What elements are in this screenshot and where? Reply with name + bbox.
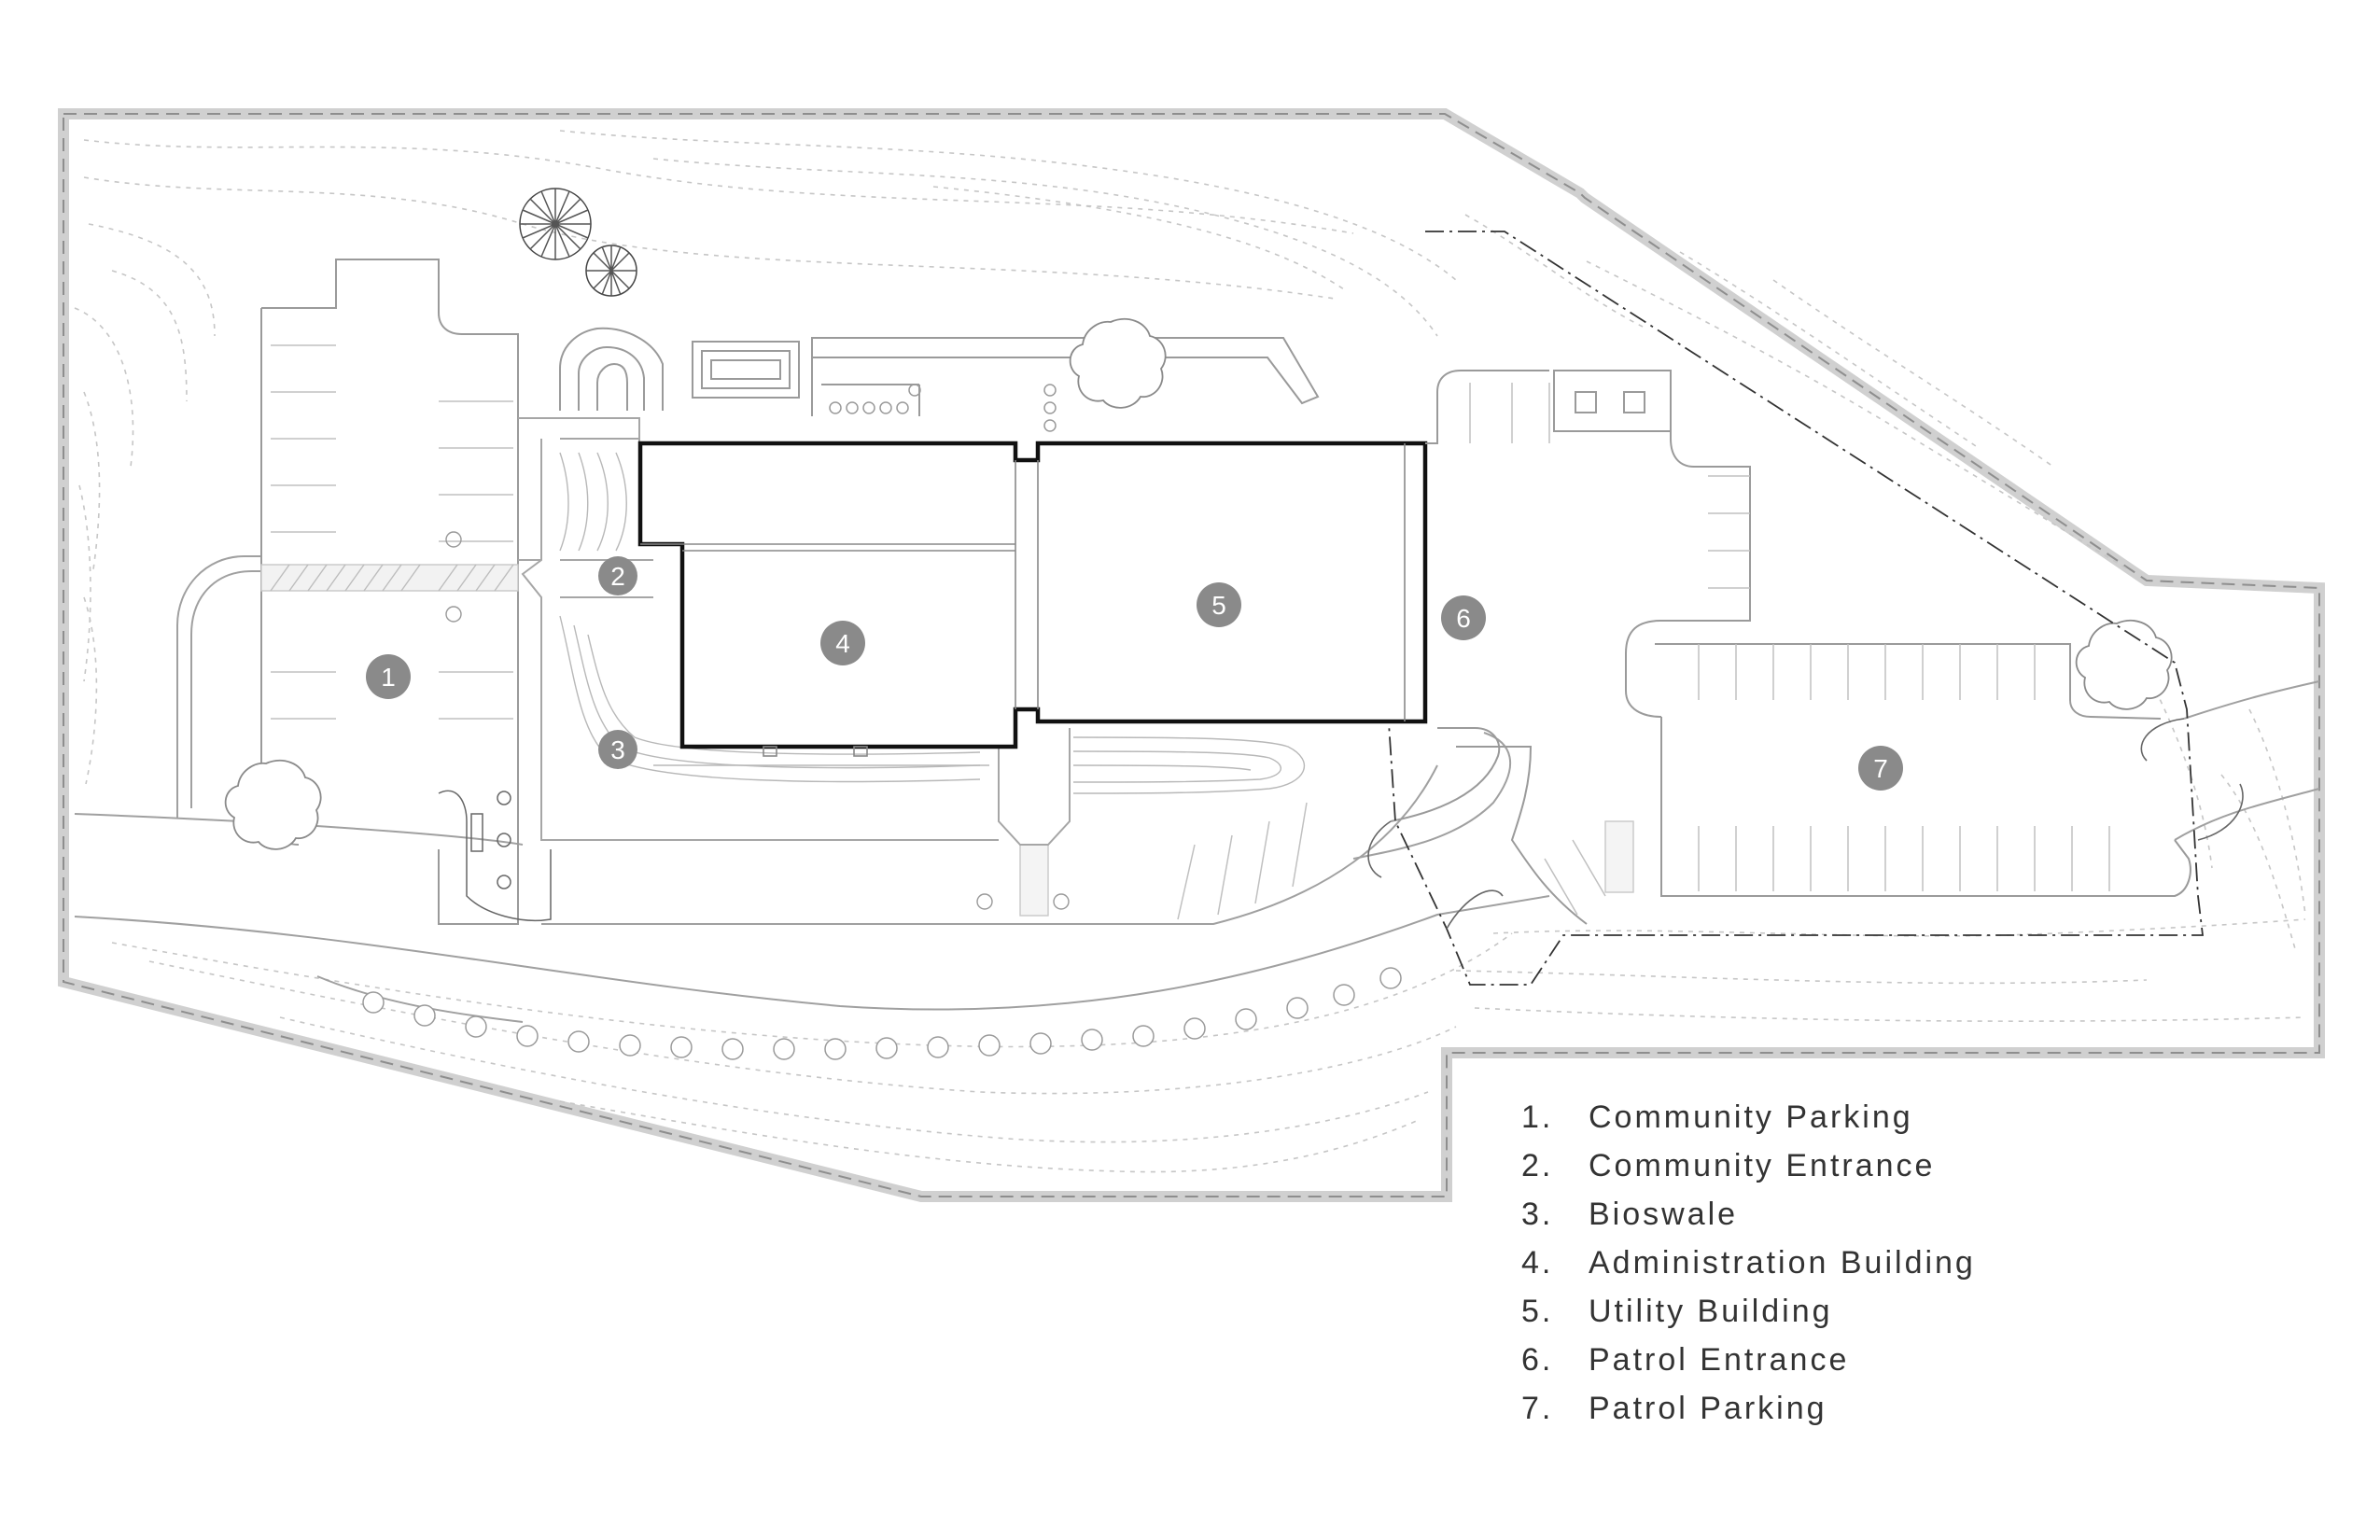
legend-number: 5.: [1521, 1294, 1554, 1329]
walkways: [518, 417, 1071, 846]
courtyard-elements: [559, 327, 1320, 416]
legend-item: 7. Patrol Parking: [1521, 1391, 2287, 1439]
legend-label: Patrol Entrance: [1589, 1342, 1850, 1378]
building-interior-lines: [640, 443, 1406, 757]
topographic-contours: [74, 130, 2306, 1173]
legend-item: 1. Community Parking: [1521, 1099, 2287, 1148]
legend-label: Community Entrance: [1589, 1148, 1936, 1183]
street-tree-row: [362, 967, 1402, 1060]
tree-icon: [1069, 317, 1167, 409]
legend-number: 2.: [1521, 1148, 1554, 1183]
security-fence: [1388, 231, 2205, 986]
legend-item: 4. Administration Building: [1521, 1245, 2287, 1294]
marker-4-label: 4: [835, 629, 850, 658]
tree-icon: [585, 245, 637, 297]
bioswale-lines: [559, 452, 1306, 794]
deciduous-trees: [224, 317, 2173, 850]
marker-6: 6: [1441, 595, 1486, 640]
marker-6-label: 6: [1456, 604, 1471, 633]
marker-2: 2: [598, 556, 637, 595]
patrol-area: [1177, 370, 2191, 925]
tree-icon: [224, 759, 322, 850]
legend-label: Administration Building: [1589, 1245, 1976, 1281]
legend-label: Bioswale: [1589, 1197, 1739, 1232]
accessible-parking-icon: [445, 531, 1070, 910]
marker-4: 4: [820, 621, 865, 665]
tree-icon: [2075, 619, 2173, 710]
legend-number: 4.: [1521, 1245, 1554, 1281]
site-legend: 1. Community Parking 2. Community Entran…: [1521, 1099, 2287, 1439]
marker-5-label: 5: [1211, 591, 1226, 620]
marker-7-label: 7: [1873, 754, 1888, 783]
site-roads: [74, 555, 2320, 1023]
marker-1: 1: [366, 654, 411, 699]
legend-item: 2. Community Entrance: [1521, 1148, 2287, 1197]
administration-building: [637, 441, 1428, 749]
legend-number: 7.: [1521, 1391, 1554, 1426]
property-boundary: [58, 108, 2325, 1202]
marker-5: 5: [1197, 582, 1241, 627]
marker-7: 7: [1858, 746, 1903, 791]
legend-label: Community Parking: [1589, 1099, 1913, 1135]
legend-number: 6.: [1521, 1342, 1554, 1378]
legend-item: 6. Patrol Entrance: [1521, 1342, 2287, 1391]
legend-label: Patrol Parking: [1589, 1391, 1827, 1426]
marker-2-label: 2: [610, 562, 625, 591]
marker-3-label: 3: [610, 735, 625, 764]
tree-icon: [519, 188, 592, 260]
legend-number: 1.: [1521, 1099, 1554, 1135]
bike-rack-icon: [438, 790, 552, 921]
building-footprint: [637, 441, 1428, 749]
fence-gates: [1367, 718, 2244, 930]
area-markers: 1 2 3 4 5 6 7: [366, 556, 1903, 791]
legend-label: Utility Building: [1589, 1294, 1833, 1329]
courtyard-shrubs: [829, 384, 1057, 432]
tree-symbols: [519, 188, 637, 297]
marker-3: 3: [598, 730, 637, 769]
legend-item: 3. Bioswale: [1521, 1197, 2287, 1245]
marker-1-label: 1: [381, 663, 396, 692]
legend-number: 3.: [1521, 1197, 1554, 1232]
legend-item: 5. Utility Building: [1521, 1294, 2287, 1342]
